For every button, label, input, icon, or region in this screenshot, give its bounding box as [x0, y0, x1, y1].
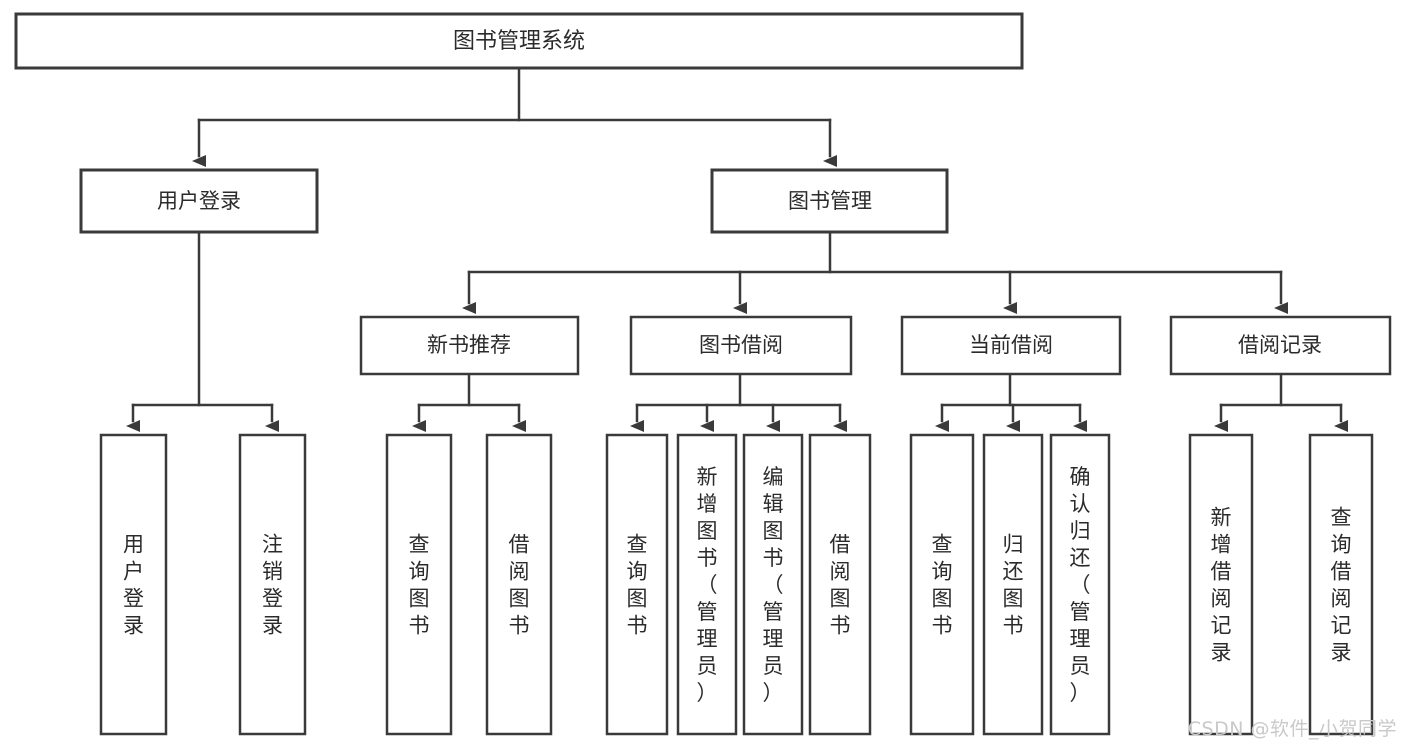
leaf-node[interactable]: 查询图书 [605, 433, 669, 736]
node-new-book-recommend-box[interactable] [359, 315, 580, 376]
leaf-node[interactable]: 借阅图书 [808, 433, 872, 736]
leaf-node-box[interactable] [238, 433, 307, 736]
leaf-node[interactable]: 借阅图书 [485, 433, 553, 736]
node-book-borrow[interactable]: 图书借阅 [629, 315, 853, 376]
leaf-node[interactable]: 查询图书 [385, 433, 453, 736]
leaf-node-label: 查询图书 [627, 533, 648, 638]
leaf-node-box[interactable] [808, 433, 872, 736]
leaf-node-box[interactable] [1308, 433, 1374, 736]
leaf-node-box[interactable] [385, 433, 453, 736]
node-user-login-box[interactable] [79, 168, 319, 234]
leaf-node-layer: 用户登录 注销登录 查询图书 借阅图书 查询图书 新增图书（管理员） 编辑图书（管理员） 借阅… [99, 433, 1374, 736]
node-borrow-record-box[interactable] [1169, 315, 1392, 376]
leaf-node-label: 新增图书（管理员） [697, 465, 718, 705]
node-user-login-label: 用户登录 [157, 189, 241, 213]
leaf-node-label: 新增借阅记录 [1211, 506, 1232, 665]
connector-lines [126, 66, 1348, 432]
leaf-node-label: 查询图书 [409, 533, 430, 638]
node-root-label: 图书管理系统 [453, 29, 585, 54]
leaf-node-label: 用户登录 [123, 533, 144, 638]
leaf-node-label: 注销登录 [262, 533, 283, 638]
node-current-borrow-label: 当前借阅 [969, 333, 1053, 357]
leaf-node-box[interactable] [742, 433, 804, 736]
leaf-node-label: 借阅图书 [830, 533, 851, 638]
leaf-node[interactable]: 编辑图书（管理员） [742, 433, 804, 736]
leaf-node[interactable]: 新增借阅记录 [1188, 433, 1254, 736]
node-user-login[interactable]: 用户登录 [79, 168, 319, 234]
leaf-node-box[interactable] [99, 433, 168, 736]
node-new-book-recommend-label: 新书推荐 [427, 333, 511, 357]
node-current-borrow-box[interactable] [900, 315, 1122, 376]
leaf-node[interactable]: 查询图书 [909, 433, 975, 736]
leaf-node-label: 查询图书 [932, 533, 953, 638]
node-borrow-record[interactable]: 借阅记录 [1169, 315, 1392, 376]
leaf-node-box[interactable] [605, 433, 669, 736]
node-borrow-record-label: 借阅记录 [1238, 333, 1322, 357]
leaf-node-box[interactable] [676, 433, 738, 736]
node-book-manage-box[interactable] [710, 168, 949, 234]
leaf-node-box[interactable] [982, 433, 1044, 736]
leaf-node-box[interactable] [1049, 433, 1111, 736]
leaf-node[interactable]: 新增图书（管理员） [676, 433, 738, 736]
leaf-node[interactable]: 注销登录 [238, 433, 307, 736]
leaf-node[interactable]: 查询借阅记录 [1308, 433, 1374, 736]
node-new-book-recommend[interactable]: 新书推荐 [359, 315, 580, 376]
node-book-manage[interactable]: 图书管理 [710, 168, 949, 234]
leaf-node-label: 编辑图书（管理员） [763, 465, 784, 705]
node-root[interactable]: 图书管理系统 [14, 12, 1024, 70]
node-book-borrow-label: 图书借阅 [699, 333, 783, 357]
leaf-node-box[interactable] [485, 433, 553, 736]
node-book-manage-label: 图书管理 [788, 189, 872, 213]
leaf-node-label: 查询借阅记录 [1331, 506, 1352, 665]
node-root-box[interactable] [14, 12, 1024, 70]
leaf-node-box[interactable] [1188, 433, 1254, 736]
leaf-node-label: 确认归还（管理员） [1070, 465, 1091, 705]
leaf-node-label: 归还图书 [1003, 533, 1024, 638]
leaf-node[interactable]: 确认归还（管理员） [1049, 433, 1111, 736]
leaf-node-label: 借阅图书 [509, 533, 530, 638]
leaf-node-box[interactable] [909, 433, 975, 736]
leaf-node[interactable]: 归还图书 [982, 433, 1044, 736]
node-current-borrow[interactable]: 当前借阅 [900, 315, 1122, 376]
leaf-node[interactable]: 用户登录 [99, 433, 168, 736]
node-book-borrow-box[interactable] [629, 315, 853, 376]
